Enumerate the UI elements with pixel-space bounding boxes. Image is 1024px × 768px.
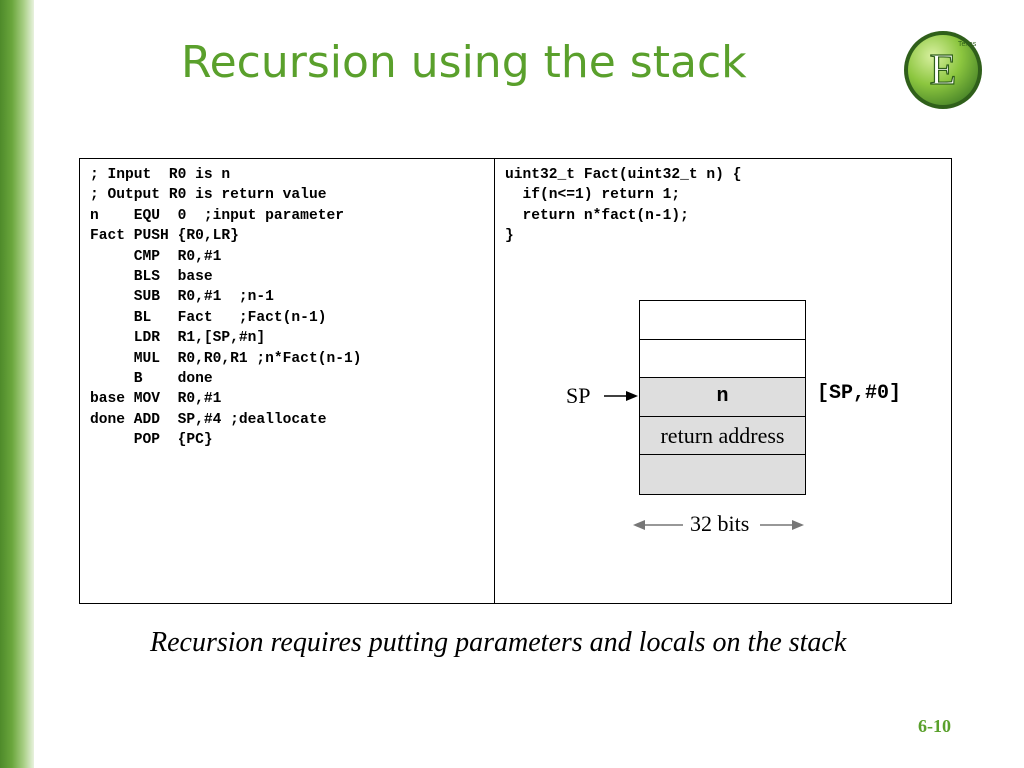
sp-arrow-icon xyxy=(604,391,638,401)
slide-title: Recursion using the stack xyxy=(181,37,747,88)
c-code-listing: uint32_t Fact(uint32_t n) { if(n<=1) ret… xyxy=(505,167,742,245)
stack-diagram: n return address xyxy=(639,300,806,495)
stack-cell-n: n xyxy=(640,378,805,417)
sp-offset-label: [SP,#0] xyxy=(817,382,902,405)
logo-brand-text: Texas xyxy=(958,41,977,48)
left-arrow-icon xyxy=(633,520,683,530)
logo-letter: E xyxy=(930,45,957,94)
sp-label: SP xyxy=(566,383,591,408)
assembly-code-panel: ; Input R0 is n ; Output R0 is return va… xyxy=(79,158,495,604)
width-label: 32 bits xyxy=(690,511,750,536)
stack-cell-empty xyxy=(640,339,805,379)
stack-cell-empty xyxy=(640,455,805,494)
slide-caption: Recursion requires putting parameters an… xyxy=(150,627,847,658)
slide-page-number: 6-10 xyxy=(918,716,951,736)
left-accent-bar xyxy=(0,0,34,768)
stack-cell-empty xyxy=(640,301,805,340)
texas-e-logo: Texas E xyxy=(904,31,982,109)
stack-cell-return-address: return address xyxy=(640,416,805,456)
assembly-code-listing: ; Input R0 is n ; Output R0 is return va… xyxy=(90,167,362,449)
right-arrow-icon xyxy=(760,520,804,530)
